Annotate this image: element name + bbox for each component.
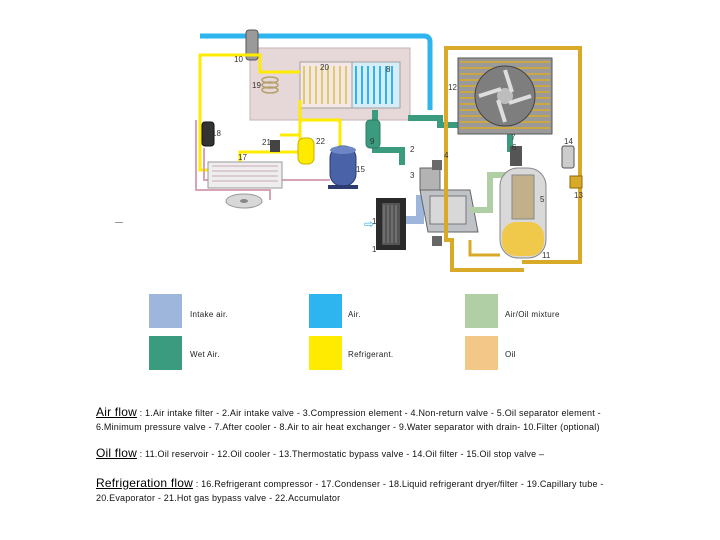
refrigeration-flow-line1: : 16.Refrigerant compressor - 17.Condens… bbox=[195, 479, 604, 489]
min-pressure-valve-6-icon bbox=[510, 146, 522, 166]
refrigerant-pipe-2 bbox=[280, 118, 342, 160]
callout-3: 3 bbox=[410, 171, 415, 180]
air-flow-line1: : 1.Air intake filter - 2.Air intake val… bbox=[139, 408, 601, 418]
callout-7: 7 bbox=[511, 133, 516, 142]
callout-9: 9 bbox=[370, 137, 375, 146]
legend-label-intake-air: Intake air. bbox=[190, 310, 228, 319]
callout-14: 14 bbox=[564, 137, 573, 146]
hot-gas-valve-21-icon bbox=[270, 140, 280, 152]
callout-11: 11 bbox=[542, 251, 551, 260]
callout-5: 5 bbox=[540, 195, 545, 204]
callout-19: 19 bbox=[252, 81, 261, 90]
callout-20: 20 bbox=[320, 63, 329, 72]
air-outlet-pipe bbox=[200, 33, 433, 110]
air-flow-title: Air flow bbox=[96, 405, 137, 419]
refrigeration-flow-title: Refrigeration flow bbox=[96, 476, 193, 490]
callout-21: 21 bbox=[262, 138, 271, 147]
filter-10-icon bbox=[245, 29, 259, 61]
legend-swatch-air bbox=[309, 294, 342, 328]
intake-valve-2-icon bbox=[419, 167, 441, 191]
oil-reservoir-11-icon bbox=[499, 167, 547, 259]
intake-arrow-icon: ⇨ bbox=[364, 217, 374, 231]
callout-8: 8 bbox=[386, 65, 391, 74]
air-intake-filter-1-icon bbox=[376, 198, 406, 250]
legend-swatch-oil bbox=[465, 336, 498, 370]
callout-13: 13 bbox=[574, 191, 583, 200]
compressor-dryer-schematic: ⇦ bbox=[195, 29, 583, 272]
capillary-tube-19-icon bbox=[261, 76, 279, 94]
bypass-valve-13-icon bbox=[569, 175, 583, 189]
legend-label-wet-air: Wet Air. bbox=[190, 350, 220, 359]
water-separator-9-icon bbox=[365, 119, 381, 149]
oil-line bbox=[444, 46, 582, 272]
outlet-arrow-icon: ⇦ bbox=[204, 29, 214, 43]
evaporator-20-icon bbox=[299, 61, 401, 109]
callout-16: 16 bbox=[372, 217, 381, 226]
legend-label-refrigerant: Refrigerant. bbox=[348, 350, 394, 359]
non-return-valve-4-icon bbox=[432, 160, 442, 170]
legend-swatch-air-oil bbox=[465, 294, 498, 328]
condenser-fan-icon bbox=[225, 193, 263, 209]
legend-label-air-oil: Air/Oil mixture bbox=[505, 310, 560, 319]
callout-6: 6 bbox=[512, 143, 517, 152]
refrigeration-flow-line2: 20.Evaporator - 21.Hot gas bypass valve … bbox=[96, 493, 341, 503]
callout-17: 17 bbox=[238, 153, 247, 162]
callout-18: 18 bbox=[212, 129, 221, 138]
legend-label-oil: Oil bbox=[505, 350, 516, 359]
stray-dash bbox=[115, 222, 123, 223]
air-flow-section: Air flow : 1.Air intake filter - 2.Air i… bbox=[96, 405, 706, 434]
oil-flow-title: Oil flow bbox=[96, 446, 137, 460]
legend-label-air: Air. bbox=[348, 310, 361, 319]
callout-12: 12 bbox=[448, 83, 457, 92]
oil-filter-14-icon bbox=[561, 145, 575, 169]
air-flow-line2: 6.Minimum pressure valve - 7.After coole… bbox=[96, 422, 600, 432]
callout-10: 10 bbox=[234, 55, 243, 64]
legend-swatch-wet-air bbox=[149, 336, 182, 370]
callout-1: 1 bbox=[372, 245, 377, 254]
cooling-fan-icon bbox=[474, 65, 536, 127]
air-oil-pipe bbox=[470, 172, 510, 213]
accumulator-22-icon bbox=[297, 137, 315, 165]
condenser-17-icon bbox=[207, 161, 283, 189]
callout-4: 4 bbox=[444, 151, 449, 160]
pink-pipe bbox=[195, 120, 330, 200]
legend-swatch-refrigerant bbox=[309, 336, 342, 370]
oil-flow-section: Oil flow : 11.Oil reservoir - 12.Oil coo… bbox=[96, 446, 706, 461]
oil-flow-line1: : 11.Oil reservoir - 12.Oil cooler - 13.… bbox=[139, 449, 545, 459]
liquid-dryer-18-icon bbox=[201, 121, 215, 147]
refrigerant-compressor-16-icon bbox=[328, 145, 358, 189]
oil-line-2 bbox=[468, 240, 500, 257]
refrigeration-flow-section: Refrigeration flow : 16.Refrigerant comp… bbox=[96, 476, 706, 505]
callout-15: 15 bbox=[356, 165, 365, 174]
oil-stop-valve-15-icon bbox=[432, 236, 442, 246]
callout-2: 2 bbox=[410, 145, 415, 154]
legend-swatch-intake-air bbox=[149, 294, 182, 328]
callout-22: 22 bbox=[316, 137, 325, 146]
compression-element-3-icon bbox=[419, 189, 479, 233]
